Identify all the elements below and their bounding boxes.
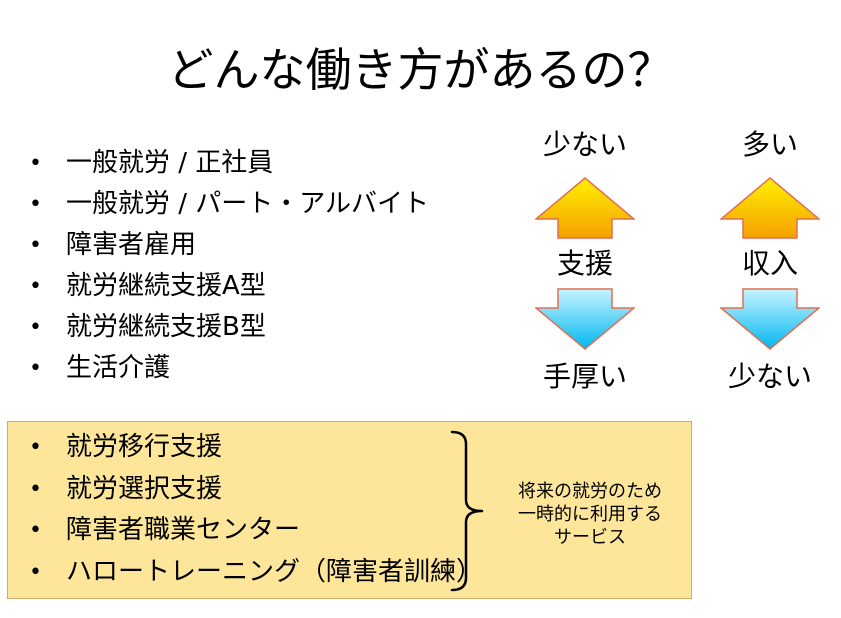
- income-top-label: 多い: [741, 128, 798, 161]
- list-item-label: 障害者職業センター: [66, 515, 301, 545]
- list-item-label: ハロートレーニング（障害者訓練）: [66, 556, 483, 587]
- list-item: • 一般就労 / パート・アルバイト: [29, 184, 429, 225]
- work-types-list: • 一般就労 / 正社員 • 一般就労 / パート・アルバイト • 障害者雇用 • 就労…: [29, 143, 429, 389]
- list-item: • 障害者職業センター: [29, 510, 482, 552]
- future-services-list: • 就労移行支援 • 就労選択支援 • 障害者職業センター • ハロートレーニング（障害…: [29, 427, 482, 593]
- arrow-up-icon: [535, 177, 635, 239]
- bullet-icon: •: [29, 356, 42, 381]
- list-item-label: 就労継続支援B型: [66, 312, 266, 342]
- bullet-icon: •: [29, 151, 42, 176]
- list-item-label: 就労選択支援: [66, 473, 223, 504]
- bullet-icon: •: [29, 274, 42, 299]
- list-item-label: 生活介護: [66, 353, 171, 383]
- income-middle-label: 収入: [741, 247, 798, 280]
- note-line: 一時的に利用する: [518, 504, 662, 525]
- bullet-icon: •: [29, 192, 42, 217]
- list-item-label: 一般就労 / パート・アルバイト: [66, 189, 430, 219]
- support-bottom-label: 手厚い: [542, 360, 627, 393]
- future-services-note: 将来の就労のため 一時的に利用する サービス: [490, 480, 690, 549]
- bullet-icon: •: [29, 315, 42, 340]
- list-item: • 一般就労 / 正社員: [29, 143, 429, 184]
- arrow-down-icon: [535, 288, 635, 350]
- bullet-icon: •: [29, 233, 42, 258]
- support-top-label: 少ない: [542, 128, 627, 161]
- list-item: • 就労継続支援B型: [29, 307, 429, 348]
- arrow-down-icon: [720, 288, 820, 350]
- list-item-label: 就労継続支援A型: [66, 271, 266, 301]
- bullet-icon: •: [29, 559, 42, 585]
- list-item: • ハロートレーニング（障害者訓練）: [29, 552, 482, 594]
- list-item: • 就労選択支援: [29, 469, 482, 511]
- future-services-box: [7, 421, 692, 599]
- bullet-icon: •: [29, 476, 42, 502]
- income-bottom-label: 少ない: [727, 360, 812, 393]
- list-item: • 就労移行支援: [29, 427, 482, 469]
- list-item: • 障害者雇用: [29, 225, 429, 266]
- arrow-up-icon: [720, 177, 820, 239]
- support-middle-label: 支援: [556, 247, 613, 280]
- page-title: どんな働き方があるの？: [167, 43, 674, 97]
- list-item-label: 一般就労 / 正社員: [66, 148, 274, 178]
- note-line: サービス: [554, 527, 626, 548]
- bullet-icon: •: [29, 435, 42, 460]
- list-item: • 就労継続支援A型: [29, 266, 429, 307]
- list-item-label: 就労移行支援: [66, 432, 223, 462]
- list-item: • 生活介護: [29, 348, 429, 389]
- right-brace-icon: [450, 430, 484, 592]
- bullet-icon: •: [29, 518, 42, 543]
- list-item-label: 障害者雇用: [66, 230, 197, 260]
- note-line: 将来の就労のため: [518, 481, 662, 502]
